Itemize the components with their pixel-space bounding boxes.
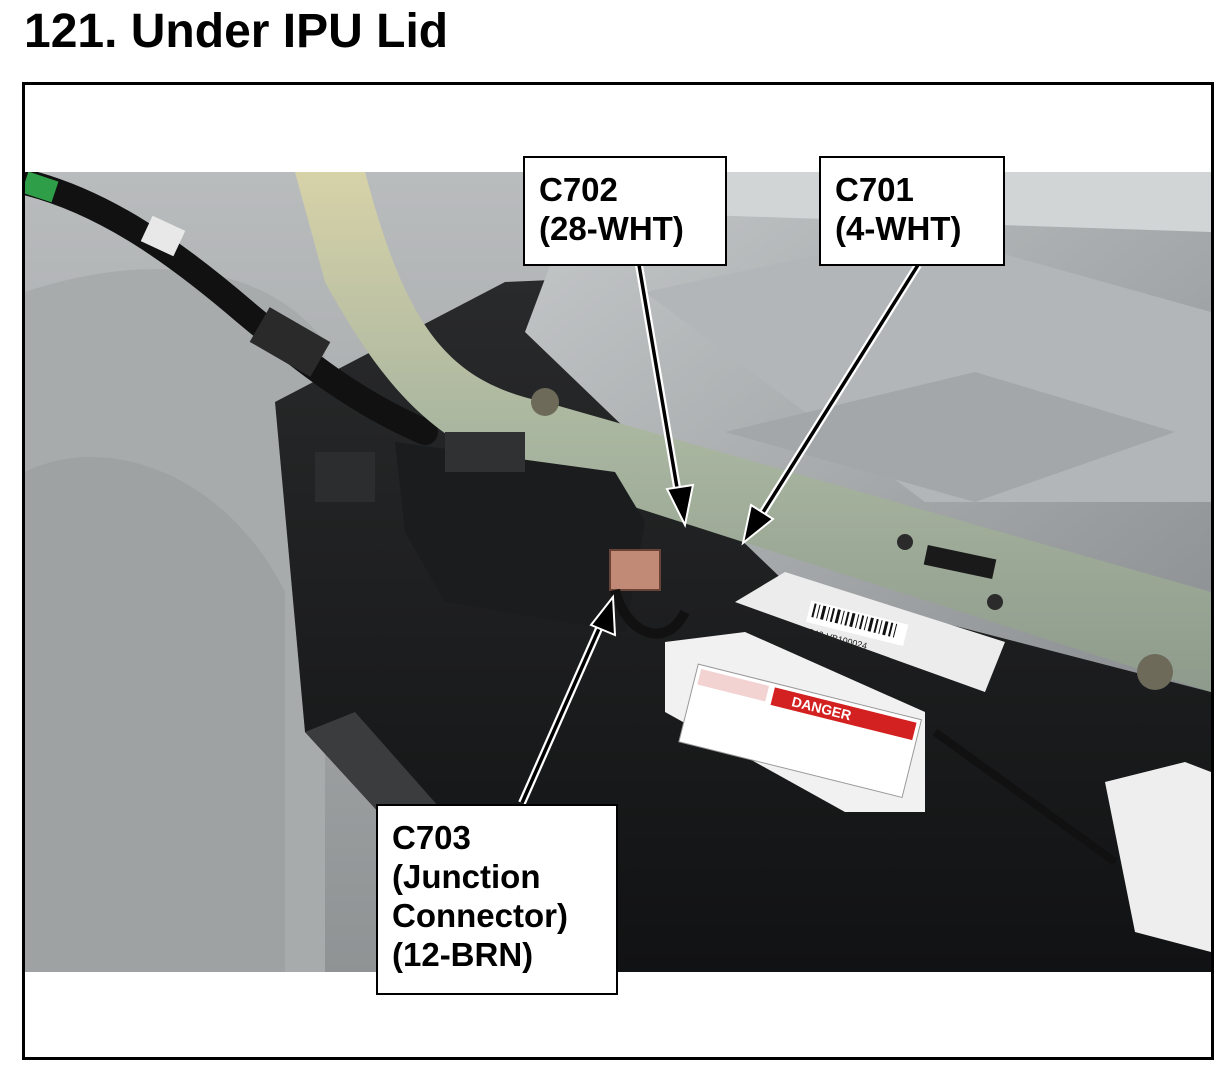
figure-frame: DANGER S42-VB100024 [22,82,1214,1060]
page-title: 121. Under IPU Lid [24,5,449,58]
callout-c701: C701 (4-WHT) [819,156,1005,266]
callout-c702-desc: (28-WHT) [539,210,684,247]
callout-c703: C703 (Junction Connector) (12-BRN) [376,804,618,995]
callout-c702: C702 (28-WHT) [523,156,727,266]
callout-c701-desc: (4-WHT) [835,210,962,247]
callout-c703-desc-3: (12-BRN) [392,936,534,973]
callout-c703-desc-1: (Junction [392,858,541,895]
callout-c703-desc-2: Connector) [392,897,568,934]
callout-c702-id: C702 [539,171,618,208]
callout-c701-id: C701 [835,171,914,208]
callout-c703-id: C703 [392,819,471,856]
ipu-photo: DANGER S42-VB100024 [25,172,1211,972]
ipu-photo-illustration: DANGER S42-VB100024 [25,172,1211,972]
